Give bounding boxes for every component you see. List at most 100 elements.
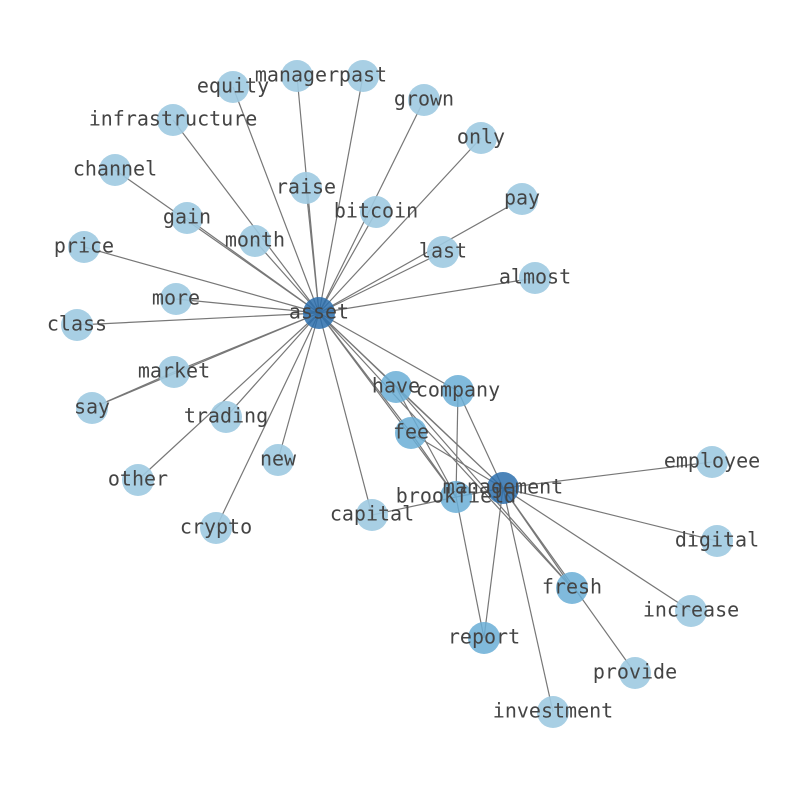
edge-asset-gain [186,217,320,314]
edge-asset-only [318,137,482,314]
edge-asset-bitcoin [318,211,377,314]
node-label-have: have [372,374,420,398]
edge-asset-month [254,240,320,314]
node-label-fee: fee [393,420,429,444]
node-have[interactable] [380,371,412,403]
node-month[interactable] [239,225,271,257]
node-provide[interactable] [619,657,651,689]
edge-asset-almost [318,277,536,314]
node-last[interactable] [427,236,459,268]
node-capital[interactable] [356,499,388,531]
node-label-crypto: crypto [180,515,252,539]
node-infrastructure[interactable] [157,104,189,136]
node-label-gain: gain [163,205,211,229]
edge-asset-say [91,312,320,409]
node-almost[interactable] [519,262,551,294]
node-digital[interactable] [701,525,733,557]
node-employee[interactable] [696,446,728,478]
node-label-report: report [448,625,520,649]
edge-asset-new [277,312,320,461]
node-label-past: past [339,63,387,87]
edge-asset-pay [318,198,523,314]
node-investment[interactable] [537,696,569,728]
node-asset[interactable] [303,297,335,329]
edge-asset-price [83,246,320,314]
node-past[interactable] [347,60,379,92]
edge-have-fresh [395,386,573,589]
node-new[interactable] [262,444,294,476]
edge-management-employee [502,461,713,489]
node-label-bitcoin: bitcoin [334,199,418,223]
node-label-new: new [260,447,297,471]
node-label-brookfield: brookfield [396,484,516,508]
node-label-pay: pay [504,186,540,210]
node-equity[interactable] [217,71,249,103]
edge-management-fresh [502,487,573,589]
node-market[interactable] [158,356,190,388]
node-label-company: company [416,378,500,402]
node-label-trading: trading [184,404,268,428]
edge-asset-other [137,312,320,481]
node-pay[interactable] [506,183,538,215]
edge-brookfield-report [455,496,485,639]
edge-management-report [483,487,504,639]
edge-asset-raise [305,187,320,314]
node-report[interactable] [468,622,500,654]
node-label-infrastructure: infrastructure [89,107,258,131]
edge-asset-trading [225,312,320,418]
edge-asset-more [175,298,320,314]
node-label-digital: digital [675,528,759,552]
label-layer: assetmanagementbrookfieldhavecompanyfeef… [47,63,760,723]
node-trading[interactable] [210,401,242,433]
node-gain[interactable] [171,202,203,234]
edge-management-digital [502,487,718,542]
node-label-channel: channel [73,157,157,181]
node-bitcoin[interactable] [360,196,392,228]
node-management[interactable] [487,472,519,504]
node-label-employee: employee [664,449,760,473]
node-say[interactable] [76,392,108,424]
node-price[interactable] [68,231,100,263]
node-label-almost: almost [499,265,571,289]
node-class[interactable] [61,309,93,341]
node-label-fresh: fresh [542,575,602,599]
edge-management-investment [502,487,554,713]
node-label-last: last [419,239,467,263]
node-label-management: management [443,475,563,499]
edge-asset-brookfield [318,312,457,498]
node-label-capital: capital [330,502,414,526]
node-channel[interactable] [99,154,131,186]
node-brookfield[interactable] [440,481,472,513]
node-grown[interactable] [408,84,440,116]
node-label-grown: grown [394,87,454,111]
node-label-increase: increase [643,598,739,622]
node-more[interactable] [160,283,192,315]
node-fresh[interactable] [556,572,588,604]
edge-asset-company [318,312,459,392]
edge-layer [76,75,718,713]
node-increase[interactable] [675,595,707,627]
edge-asset-last [318,251,444,314]
node-label-investment: investment [493,699,613,723]
node-label-say: say [74,395,110,419]
edge-management-company [457,390,504,489]
node-label-more: more [152,286,200,310]
edge-asset-equity [232,86,320,314]
node-company[interactable] [442,375,474,407]
node-raise[interactable] [290,172,322,204]
node-manager[interactable] [281,60,313,92]
node-crypto[interactable] [200,512,232,544]
node-label-market: market [138,359,210,383]
edge-asset-crypto [215,312,320,529]
node-label-price: price [54,234,114,258]
node-only[interactable] [465,122,497,154]
node-label-equity: equity [197,74,269,98]
edge-asset-class [76,312,320,326]
node-layer [61,60,733,728]
node-label-manager: manager [255,63,339,87]
node-fee[interactable] [395,417,427,449]
node-other[interactable] [122,464,154,496]
edge-asset-past [318,75,364,314]
edge-management-increase [502,487,692,612]
